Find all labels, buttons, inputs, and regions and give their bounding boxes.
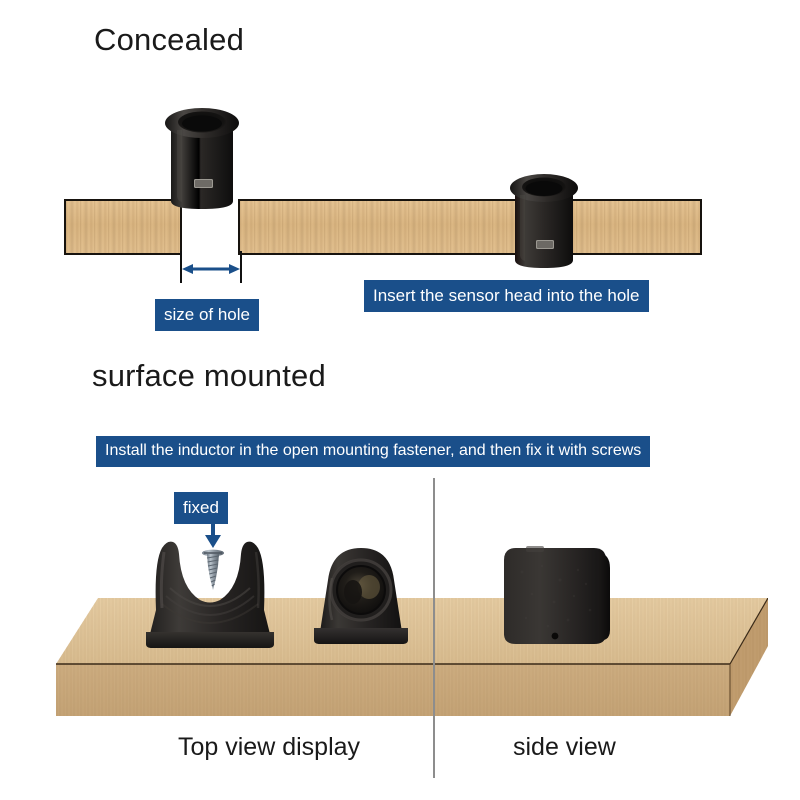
sensor-barrel-loose bbox=[160, 97, 244, 215]
vertical-divider bbox=[433, 478, 435, 778]
mounting-bracket bbox=[140, 492, 280, 652]
dimension-extension-line-right bbox=[240, 251, 242, 283]
section-heading-concealed: Concealed bbox=[94, 22, 245, 57]
sensor-side-view bbox=[498, 538, 630, 654]
dimension-extension-line-left bbox=[180, 251, 182, 283]
sensor-barrel-inserted bbox=[505, 164, 583, 274]
screw-with-arrow bbox=[196, 522, 230, 602]
callout-install-instruction: Install the inductor in the open mountin… bbox=[96, 436, 651, 467]
caption-side-view: side view bbox=[513, 733, 616, 761]
sensor-front-view bbox=[302, 540, 420, 652]
wood-board-right bbox=[238, 199, 702, 255]
caption-top-view: Top view display bbox=[178, 733, 361, 761]
arrow-down-icon bbox=[205, 522, 221, 548]
callout-fixed: fixed bbox=[174, 492, 228, 524]
wood-board-left bbox=[64, 199, 182, 255]
callout-insert-sensor: Insert the sensor head into the hole bbox=[364, 280, 649, 312]
double-arrow-icon bbox=[182, 262, 240, 274]
callout-size-of-hole: size of hole bbox=[155, 299, 259, 331]
section-heading-surface-mounted: surface mounted bbox=[92, 358, 326, 393]
